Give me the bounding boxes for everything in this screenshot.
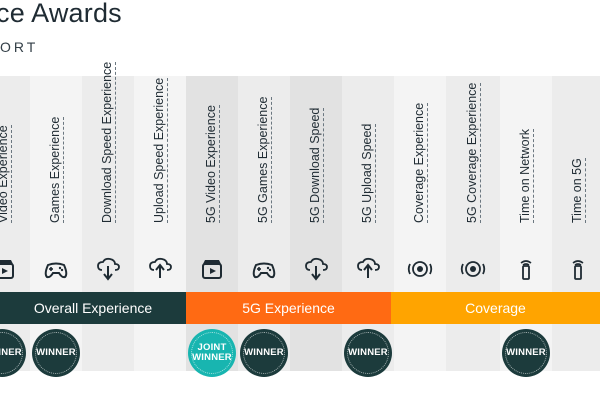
column-5g-download-speed: 5G Download Speed xyxy=(290,76,343,371)
upload-icon xyxy=(355,256,381,282)
column-5g-video-experience: 5G Video Experience xyxy=(186,76,239,371)
joint-winner-badge: JOINT WINNER xyxy=(188,329,236,377)
column-5g-games-experience: 5G Games Experience xyxy=(238,76,291,371)
category-label: Coverage xyxy=(465,300,526,316)
column-5g-upload-speed: 5G Upload Speed xyxy=(342,76,395,371)
winner-badge: WINNER xyxy=(502,329,550,377)
column-label: 5G Coverage Experience xyxy=(465,82,481,223)
category-band-overall-experience: Overall Experience xyxy=(0,292,186,324)
column-label: 5G Upload Speed xyxy=(360,123,376,223)
download-icon xyxy=(95,256,121,282)
winner-badge: WINNER xyxy=(344,329,392,377)
page-title: ce Awards xyxy=(0,0,122,28)
signal-phone-icon xyxy=(565,256,591,282)
column-label: Time on Network xyxy=(518,128,534,223)
download-icon xyxy=(303,256,329,282)
column-time-on-network: Time on Network xyxy=(500,76,553,371)
winner-badge: WINNER xyxy=(240,329,288,377)
page-subtitle: ORT xyxy=(0,39,39,55)
column-label: Games Experience xyxy=(48,116,64,223)
signal-phone-icon xyxy=(513,256,539,282)
gamepad-icon xyxy=(43,256,69,282)
video-icon xyxy=(199,256,225,282)
column-coverage-experience: Coverage Experience xyxy=(394,76,447,371)
column-label: Upload Speed Experience xyxy=(152,77,168,223)
column-time-on-5g: Time on 5G xyxy=(552,76,600,371)
category-band-5g-experience: 5G Experience xyxy=(186,292,391,324)
column-label: 5G Download Speed xyxy=(308,107,324,223)
category-band-coverage: Coverage xyxy=(391,292,600,324)
category-label: Overall Experience xyxy=(33,300,153,316)
column-label: Video Experience xyxy=(0,125,12,223)
column-label: Time on 5G xyxy=(570,158,586,223)
winner-badge: WINNER xyxy=(32,329,80,377)
video-icon xyxy=(0,256,17,282)
column-5g-coverage-experience: 5G Coverage Experience xyxy=(446,76,501,371)
column-upload-speed-experience: Upload Speed Experience xyxy=(134,76,187,371)
gamepad-icon xyxy=(251,256,277,282)
column-label: Download Speed Experience xyxy=(100,61,116,223)
coverage-icon xyxy=(407,256,433,282)
column-label: 5G Video Experience xyxy=(204,105,220,223)
awards-grid: Video Experience Games Experience Downlo… xyxy=(0,61,600,400)
column-label: Coverage Experience xyxy=(412,102,428,223)
column-label: 5G Games Experience xyxy=(256,96,272,223)
upload-icon xyxy=(147,256,173,282)
column-download-speed-experience: Download Speed Experience xyxy=(82,61,135,371)
category-label: 5G Experience xyxy=(242,300,335,316)
column-video-experience: Video Experience xyxy=(0,76,31,371)
column-games-experience: Games Experience xyxy=(30,76,83,371)
coverage-icon xyxy=(460,256,486,282)
